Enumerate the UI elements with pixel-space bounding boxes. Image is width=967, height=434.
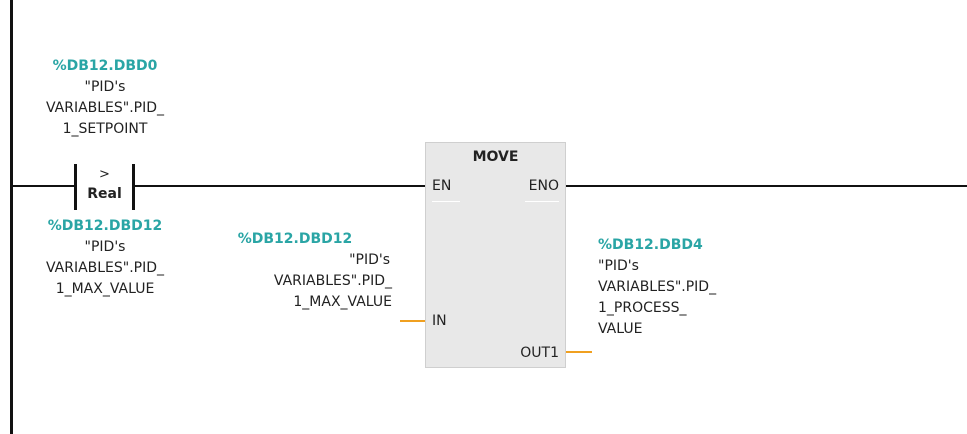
- operand2-line-2: VARIABLES".PID_: [45, 260, 165, 276]
- eno-underline: [525, 201, 559, 202]
- out-operand[interactable]: %DB12.DBD4 "PID's VARIABLES".PID_ 1_PROC…: [598, 234, 798, 340]
- out1-connection-line: [566, 351, 592, 353]
- in-operand-line-1: "PID's: [349, 252, 390, 268]
- out-operand-line-4: VALUE: [598, 321, 643, 337]
- left-power-rail: [10, 0, 13, 434]
- contact-right-bar: [132, 164, 135, 210]
- rung-wire-middle: [135, 185, 425, 187]
- pin-in[interactable]: IN: [432, 313, 447, 329]
- in-operand-address: %DB12.DBD12: [237, 231, 353, 247]
- operand2-line-3: 1_MAX_VALUE: [55, 281, 155, 297]
- out-operand-line-2: VARIABLES".PID_: [598, 279, 717, 295]
- in-operand-line-3: 1_MAX_VALUE: [293, 294, 392, 310]
- rung-wire-left: [12, 185, 76, 187]
- rung-wire-right: [565, 185, 967, 187]
- operand2-line-1: "PID's: [84, 239, 126, 255]
- operand2-address: %DB12.DBD12: [47, 218, 163, 234]
- in-operand[interactable]: %DB12.DBD12 "PID's VARIABLES".PID_ 1_MAX…: [220, 228, 392, 313]
- out-operand-line-3: 1_PROCESS_: [598, 300, 687, 316]
- contact-operand2[interactable]: %DB12.DBD12 "PID's VARIABLES".PID_ 1_MAX…: [15, 215, 195, 300]
- out-operand-address: %DB12.DBD4: [598, 237, 703, 253]
- contact-operand1[interactable]: %DB12.DBD0 "PID's VARIABLES".PID_ 1_SETP…: [15, 55, 195, 140]
- out-operand-line-1: "PID's: [598, 258, 639, 274]
- move-block[interactable]: MOVE EN ENO IN OUT1: [425, 142, 566, 368]
- operand1-line-1: "PID's: [84, 79, 126, 95]
- operand1-line-2: VARIABLES".PID_: [45, 100, 165, 116]
- in-operand-line-2: VARIABLES".PID_: [273, 273, 392, 289]
- move-block-title: MOVE: [472, 149, 519, 165]
- en-underline: [432, 201, 460, 202]
- compare-contact[interactable]: > Real: [74, 164, 138, 210]
- operand1-address: %DB12.DBD0: [52, 58, 158, 74]
- compare-symbol: >: [99, 167, 110, 182]
- contact-left-bar: [74, 164, 77, 210]
- operand1-line-3: 1_SETPOINT: [62, 121, 148, 137]
- compare-type: Real: [87, 186, 122, 202]
- pin-en[interactable]: EN: [432, 178, 452, 194]
- in-connection-line: [400, 320, 425, 322]
- pin-eno[interactable]: ENO: [528, 178, 559, 194]
- pin-out1[interactable]: OUT1: [520, 345, 559, 361]
